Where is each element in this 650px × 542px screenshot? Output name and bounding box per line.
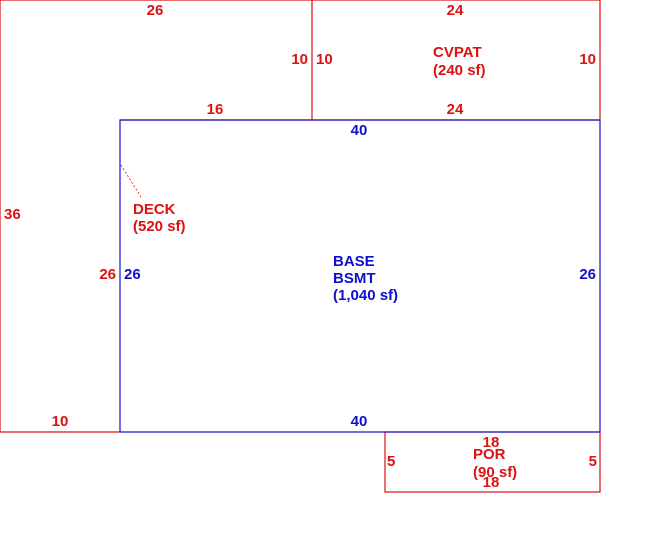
cvpat-label: CVPAT xyxy=(433,44,482,61)
cvpat-dim-left: 10 xyxy=(316,51,333,68)
cvpat-dim-right: 10 xyxy=(579,51,596,68)
deck-label: DECK xyxy=(133,201,176,218)
base-label: BASE xyxy=(333,253,375,270)
por-area-label: (90 sf) xyxy=(473,464,517,481)
por-dim-bottom: 18 xyxy=(483,474,500,491)
base-dim-left: 26 xyxy=(124,266,141,283)
base-sub-label: BSMT xyxy=(333,270,376,287)
base-dim-top: 40 xyxy=(351,122,368,139)
cvpat-dim-bottom: 24 xyxy=(447,101,464,118)
cvpat-dim-top: 24 xyxy=(447,2,464,19)
por-dim-left: 5 xyxy=(387,453,395,470)
deck-dim-top-left: 26 xyxy=(147,2,164,19)
por-dim-right: 5 xyxy=(589,453,597,470)
por-dim-top: 18 xyxy=(483,434,500,451)
deck-leader-line xyxy=(120,164,142,198)
cvpat-area-label: (240 sf) xyxy=(433,62,486,79)
deck-dim-right: 26 xyxy=(99,266,116,283)
base-dim-right: 26 xyxy=(579,266,596,283)
deck-dim-inner-right: 10 xyxy=(291,51,308,68)
deck-area-label: (520 sf) xyxy=(133,218,186,235)
deck-dim-bottom: 10 xyxy=(52,413,69,430)
base-outline xyxy=(119,119,601,433)
base-area-label: (1,040 sf) xyxy=(333,287,398,304)
por-label: POR xyxy=(473,446,506,463)
deck-dim-left: 36 xyxy=(4,206,21,223)
deck-dim-top-right: 16 xyxy=(207,101,224,118)
base-dim-bottom: 40 xyxy=(351,413,368,430)
